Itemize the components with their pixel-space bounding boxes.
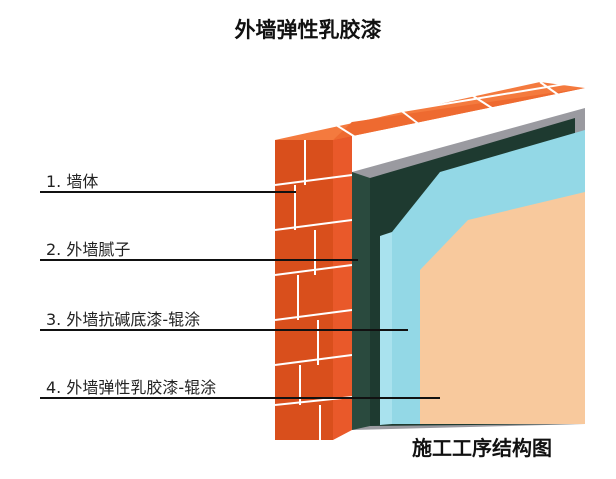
brick-top-face-2 <box>333 88 585 140</box>
latex-paint-layer <box>420 192 585 424</box>
layer-label-3: 3. 外墙抗碱底漆-辊涂 <box>46 310 201 329</box>
primer-layer-edge <box>380 232 392 425</box>
brick-wall-top <box>275 81 585 141</box>
layer-label-4: 4. 外墙弹性乳胶漆-辊涂 <box>46 378 217 397</box>
brick-top-mortar <box>299 81 566 141</box>
base-coat-edge <box>352 172 370 430</box>
brick-wall-side <box>274 122 353 440</box>
diagram-title: 外墙弹性乳胶漆 <box>234 18 382 42</box>
leader-lines <box>40 191 440 399</box>
layer-label-1: 1. 墙体 <box>46 172 99 191</box>
brick-side-front <box>333 122 352 440</box>
diagram-caption: 施工工序结构图 <box>412 436 552 460</box>
layer-label-2: 2. 外墙腻子 <box>46 240 131 259</box>
